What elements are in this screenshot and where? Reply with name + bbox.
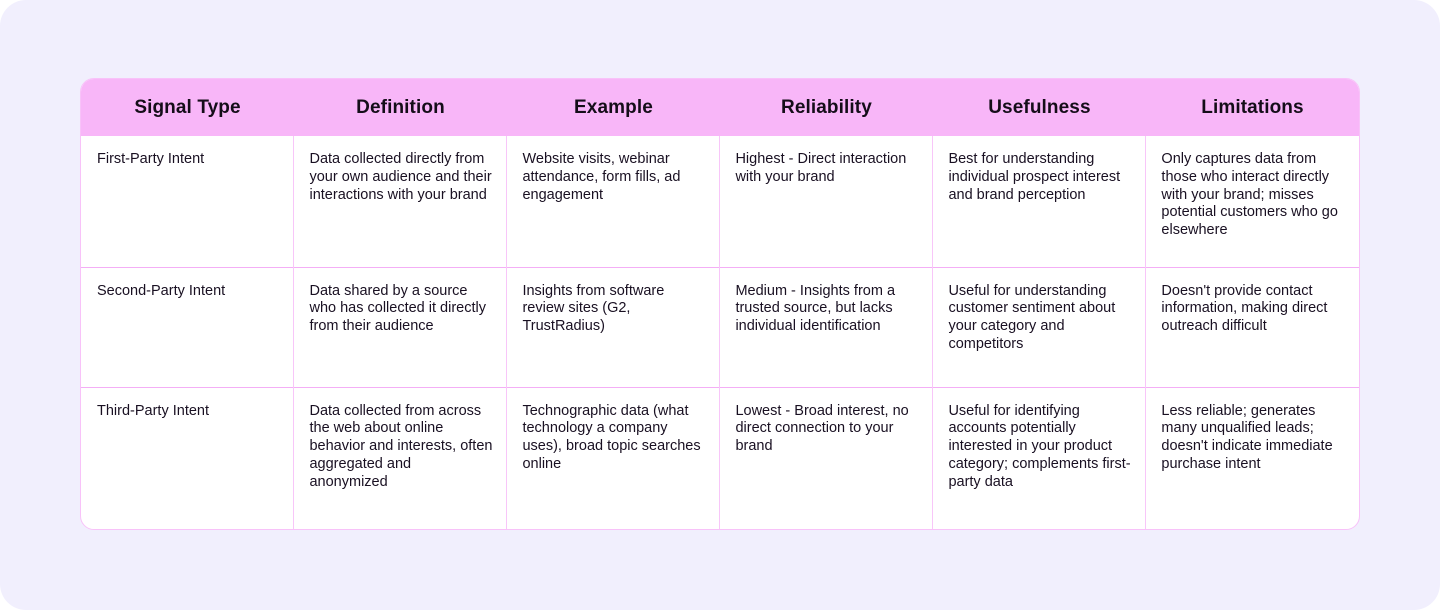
cell-definition: Data shared by a source who has collecte… [293,266,507,387]
column-header-example: Example [506,79,720,136]
table-row: First-Party Intent Data collected direct… [81,136,1359,267]
cell-text: Useful for understanding customer sentim… [948,282,1116,352]
column-header-limitations: Limitations [1145,79,1359,136]
cell-usefulness: Best for understanding individual prospe… [932,136,1146,267]
cell-limitations: Only captures data from those who intera… [1145,136,1359,267]
cell-reliability: Medium - Insights from a trusted source,… [719,266,933,387]
table-row: Third-Party Intent Data collected from a… [81,386,1359,529]
cell-reliability: Lowest - Broad interest, no direct conne… [719,386,933,529]
cell-text: Third-Party Intent [97,402,210,419]
cell-usefulness: Useful for understanding customer sentim… [932,266,1146,387]
table-body: First-Party Intent Data collected direct… [81,136,1359,529]
cell-limitations: Doesn't provide contact information, mak… [1145,266,1359,387]
cell-text: Second-Party Intent [97,282,226,299]
intent-signal-table: Signal Type Definition Example Reliabili… [81,79,1359,529]
cell-signal-type: Third-Party Intent [81,386,294,529]
cell-text: Highest - Direct interaction with your b… [735,151,907,185]
column-header-definition: Definition [293,79,507,136]
cell-text: Less reliable; generates many unqualifie… [1161,402,1333,472]
cell-text: Lowest - Broad interest, no direct conne… [735,402,909,455]
cell-definition: Data collected directly from your own au… [293,136,507,267]
table-header: Signal Type Definition Example Reliabili… [81,79,1359,136]
cell-signal-type: Second-Party Intent [81,266,294,387]
cell-reliability: Highest - Direct interaction with your b… [719,136,933,267]
cell-usefulness: Useful for identifying accounts potentia… [932,386,1146,529]
cell-text: Useful for identifying accounts potentia… [948,402,1131,490]
cell-text: Data collected directly from your own au… [309,151,492,203]
intent-signal-table-card: Signal Type Definition Example Reliabili… [80,78,1360,530]
cell-signal-type: First-Party Intent [81,136,294,267]
cell-text: Doesn't provide contact information, mak… [1161,282,1328,335]
cell-text: Data shared by a source who has collecte… [309,282,486,335]
cell-text: Technographic data (what technology a co… [522,402,701,472]
cell-text: Insights from software review sites (G2,… [522,282,665,335]
cell-example: Insights from software review sites (G2,… [506,266,720,387]
table-row: Second-Party Intent Data shared by a sou… [81,266,1359,387]
cell-text: Medium - Insights from a trusted source,… [735,282,896,335]
column-header-usefulness: Usefulness [932,79,1146,136]
cell-definition: Data collected from across the web about… [293,386,507,529]
column-header-signal-type: Signal Type [81,79,294,136]
cell-text: Best for understanding individual prospe… [948,151,1121,203]
column-header-reliability: Reliability [719,79,933,136]
cell-text: Only captures data from those who intera… [1161,151,1338,239]
cell-text: Website visits, webinar attendance, form… [522,151,681,203]
table-header-row: Signal Type Definition Example Reliabili… [81,79,1359,136]
cell-example: Website visits, webinar attendance, form… [506,136,720,267]
cell-example: Technographic data (what technology a co… [506,386,720,529]
cell-text: Data collected from across the web about… [309,402,493,490]
cell-text: First-Party Intent [97,151,205,167]
cell-limitations: Less reliable; generates many unqualifie… [1145,386,1359,529]
